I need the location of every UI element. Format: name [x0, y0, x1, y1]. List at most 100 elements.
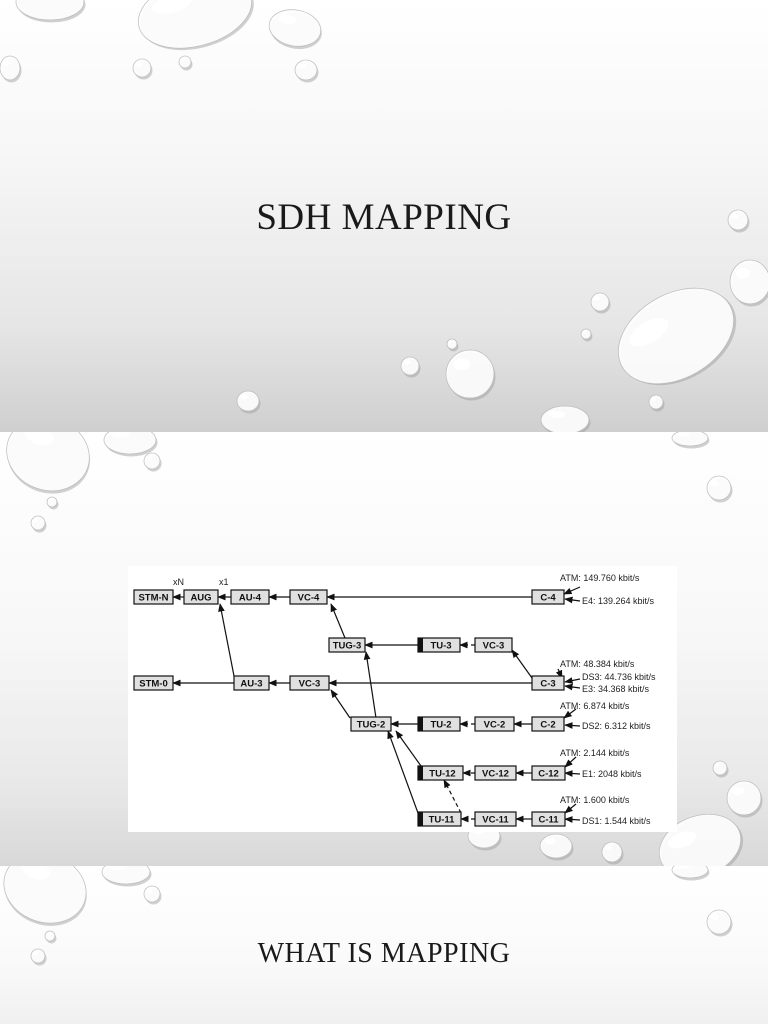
water-drop	[268, 9, 322, 50]
water-drop	[445, 349, 496, 401]
svg-text:VC-11: VC-11	[482, 815, 509, 826]
water-drop	[236, 390, 261, 414]
svg-text:VC-4: VC-4	[298, 593, 320, 604]
node-c-3: C-3	[531, 675, 565, 691]
node-tu-12: TU-12	[417, 765, 464, 781]
rate-label-c3-atm: ATM: 48.384 kbit/s	[560, 659, 635, 669]
water-drop	[6, 432, 90, 494]
water-drop	[30, 948, 47, 966]
node-vc-12: VC-12	[474, 765, 517, 781]
svg-text:VC-3: VC-3	[483, 641, 505, 652]
multiplier-xn-label: xN	[173, 577, 184, 587]
svg-text:TUG-2: TUG-2	[357, 720, 386, 731]
svg-text:AU-3: AU-3	[240, 679, 262, 690]
section-slide: WHAT IS MAPPING	[0, 866, 768, 1024]
water-drop	[671, 866, 710, 881]
node-stm-0: STM-0	[133, 675, 174, 691]
title-slide: SDH MAPPING	[0, 0, 768, 432]
water-drop	[446, 338, 459, 352]
water-drop	[726, 780, 763, 818]
node-c-2: C-2	[531, 716, 565, 732]
water-drop	[103, 432, 158, 457]
rate-label-c2-ds2: DS2: 6.312 kbit/s	[582, 721, 651, 731]
node-tu-2: TU-2	[417, 716, 461, 732]
water-drops-decoration	[3, 866, 733, 966]
water-drop	[101, 866, 152, 887]
node-tu-11: TU-11	[417, 811, 462, 827]
svg-text:C-11: C-11	[538, 815, 559, 826]
edge-au3-aug	[218, 603, 235, 677]
water-drop	[0, 0, 768, 432]
water-drop	[671, 432, 710, 449]
node-au-3: AU-3	[233, 675, 270, 691]
water-drop	[46, 496, 59, 510]
edge-ds3-c3	[564, 677, 581, 684]
water-drop	[539, 833, 574, 861]
node-vc-2: VC-2	[474, 716, 515, 732]
node-tu-3: TU-3	[417, 637, 461, 653]
edge-atm-c2	[563, 708, 577, 719]
slide-title: SDH MAPPING	[256, 197, 512, 238]
water-drop	[137, 0, 254, 51]
rate-label-c3-ds3: DS3: 44.736 kbit/s	[582, 672, 656, 682]
edge-e1-c12	[564, 770, 581, 777]
edge-tu11-tug2	[387, 730, 419, 814]
water-drop	[132, 58, 153, 80]
svg-text:AUG: AUG	[190, 593, 211, 604]
svg-text:TU-12: TU-12	[429, 769, 455, 780]
svg-text:VC-2: VC-2	[484, 720, 506, 731]
water-drop	[44, 930, 57, 944]
water-drop	[590, 292, 611, 314]
water-drop	[601, 841, 624, 865]
rate-label-c12-e1: E1: 2048 kbit/s	[582, 769, 642, 779]
svg-text:C-12: C-12	[538, 769, 559, 780]
rate-label-c3-e3: E3: 34.368 kbit/s	[582, 684, 650, 694]
svg-text:C-2: C-2	[540, 720, 555, 731]
svg-text:TU-3: TU-3	[430, 641, 451, 652]
water-drops-decoration	[0, 0, 768, 432]
water-drop	[706, 475, 733, 503]
node-tug-3: TUG-3	[328, 637, 366, 653]
edge-c3-vc3low	[511, 649, 533, 679]
svg-text:C-3: C-3	[540, 679, 555, 690]
rate-label-c11-atm: ATM: 1.600 kbit/s	[560, 795, 630, 805]
node-tug-2: TUG-2	[350, 716, 392, 732]
edge-ds2-c2	[564, 722, 581, 729]
water-drop	[727, 209, 750, 233]
rate-label-c4-e4: E4: 139.264 kbit/s	[582, 596, 655, 606]
water-drop	[729, 259, 768, 307]
rate-labels: ATM: 149.760 kbit/s E4: 139.264 kbit/s A…	[560, 573, 656, 826]
water-drop	[178, 55, 193, 71]
svg-text:STM-N: STM-N	[138, 593, 168, 604]
slide-title: WHAT IS MAPPING	[257, 938, 511, 969]
edge-tu11-tu12	[443, 779, 462, 814]
node-vc-4: VC-4	[289, 589, 328, 605]
edge-tug2-tug3	[363, 651, 377, 719]
water-drop	[712, 760, 729, 778]
node-vc-3-low: VC-3	[474, 637, 513, 653]
node-vc-3-high: VC-3	[289, 675, 330, 691]
diagram-slide: xN x1 STM-N AUG AU-4 VC-4	[0, 432, 768, 866]
node-c-4: C-4	[531, 589, 565, 605]
water-drop	[648, 394, 665, 412]
water-drop	[15, 0, 86, 23]
rate-label-c11-ds1: DS1: 1.544 kbit/s	[582, 816, 651, 826]
node-stm-n: STM-N	[133, 589, 174, 605]
rate-label-c12-atm: ATM: 2.144 kbit/s	[560, 748, 630, 758]
svg-text:TU-11: TU-11	[429, 815, 456, 826]
node-aug: AUG	[183, 589, 219, 605]
sdh-mapping-diagram: xN x1 STM-N AUG AU-4 VC-4	[128, 566, 677, 832]
edge-e3-c3	[564, 683, 581, 691]
rate-label-c4-atm: ATM: 149.760 kbit/s	[560, 573, 640, 583]
node-c-12: C-12	[531, 765, 566, 781]
water-drop	[400, 356, 421, 378]
edge-e4-c4	[564, 596, 581, 604]
water-drop	[0, 55, 22, 83]
svg-text:VC-12: VC-12	[482, 769, 509, 780]
svg-text:AU-4: AU-4	[239, 593, 262, 604]
water-drop	[540, 405, 591, 432]
multiplier-x1-label: x1	[219, 577, 229, 587]
rate-label-c2-atm: ATM: 6.874 kbit/s	[560, 701, 630, 711]
water-drop	[580, 328, 593, 342]
edge-atm-c11	[564, 803, 577, 814]
